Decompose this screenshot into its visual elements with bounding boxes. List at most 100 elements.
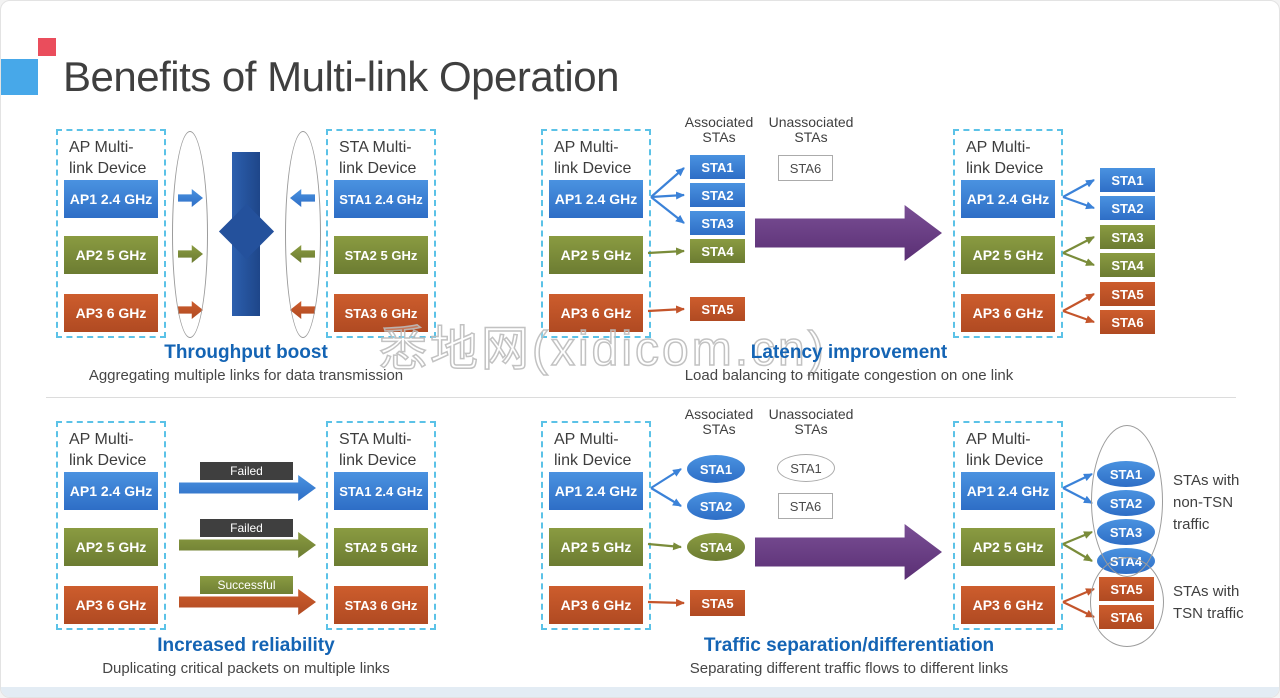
- sta-chip: STA5: [1099, 577, 1154, 601]
- ap1-link: AP1 2.4 GHz: [64, 180, 158, 218]
- ap1-link: AP1 2.4 GHz: [64, 472, 158, 510]
- throughput-ap-mld-box: AP Multi-link Device AP1 2.4 GHz AP2 5 G…: [56, 129, 166, 338]
- ap2-link: AP2 5 GHz: [549, 528, 643, 566]
- latency-result-connectors: [1062, 179, 1095, 324]
- ap3-link: AP3 6 GHz: [961, 586, 1055, 624]
- latency-ap-connectors: [647, 167, 685, 314]
- sta-chip: STA4: [1100, 253, 1155, 277]
- sta-ellipse-chip: STA3: [1097, 519, 1155, 545]
- caption-title: Throughput boost: [164, 342, 328, 363]
- latency-caption: Latency improvement Load balancing to mi…: [629, 342, 1069, 384]
- ap3-link: AP3 6 GHz: [64, 294, 158, 332]
- footer-strip: [1, 687, 1279, 697]
- downlink-arrow-6ghz-icon: [290, 301, 315, 319]
- sta-chip: STA1: [690, 155, 745, 179]
- status-badge-failed: Failed: [200, 462, 293, 480]
- sta-ellipse-chip-unassociated: STA1: [777, 454, 835, 482]
- associated-stas-header: Associated STAs: [684, 406, 754, 438]
- device-title: AP Multi-link Device: [966, 431, 1044, 469]
- sta-chip: STA3: [690, 211, 745, 235]
- separation-ap-mld-box: AP Multi-link Device AP1 2.4 GHz AP2 5 G…: [541, 421, 651, 630]
- device-title: AP Multi-link Device: [554, 431, 632, 469]
- caption-title: Traffic separation/differentiation: [703, 635, 995, 656]
- latency-ap-mld-box: AP Multi-link Device AP1 2.4 GHz AP2 5 G…: [541, 129, 651, 338]
- horizontal-divider: [46, 397, 1236, 398]
- caption-subtitle: Aggregating multiple links for data tran…: [88, 367, 404, 384]
- throughput-caption: Throughput boost Aggregating multiple li…: [26, 342, 466, 384]
- separation-result-connectors: [1062, 473, 1095, 618]
- sta-chip: STA6: [1099, 605, 1154, 629]
- sta-ellipse-chip: STA1: [1097, 461, 1155, 487]
- downlink-arrow-5ghz-icon: [290, 245, 315, 263]
- caption-title: Increased reliability: [157, 635, 335, 656]
- sta-chip: STA2: [690, 183, 745, 207]
- aggregation-diamond: [218, 203, 275, 260]
- sta1-link: STA1 2.4 GHz: [334, 180, 428, 218]
- sta3-link: STA3 6 GHz: [334, 586, 428, 624]
- ap2-link: AP2 5 GHz: [64, 528, 158, 566]
- sta-chip: STA5: [690, 590, 745, 616]
- caption-subtitle: Load balancing to mitigate congestion on…: [684, 367, 1014, 384]
- sta2-link: STA2 5 GHz: [334, 236, 428, 274]
- status-badge-failed: Failed: [200, 519, 293, 537]
- ap3-link: AP3 6 GHz: [64, 586, 158, 624]
- uplink-arrow-2_4ghz-icon: [178, 189, 203, 207]
- sta-ellipse-chip: STA1: [687, 455, 745, 483]
- associated-stas-header: Associated STAs: [684, 114, 754, 146]
- reliability-caption: Increased reliability Duplicating critic…: [26, 635, 466, 677]
- sta-chip: STA5: [690, 297, 745, 321]
- ap3-link: AP3 6 GHz: [961, 294, 1055, 332]
- sta-chip: STA5: [1100, 282, 1155, 306]
- sta-ellipse-chip: STA2: [687, 492, 745, 520]
- sta-chip-unassociated: STA6: [778, 493, 833, 519]
- downlink-arrow-2_4ghz-icon: [290, 189, 315, 207]
- reliability-ap-mld-box: AP Multi-link Device AP1 2.4 GHz AP2 5 G…: [56, 421, 166, 630]
- uplink-arrow-6ghz-icon: [178, 301, 203, 319]
- caption-title: Latency improvement: [750, 342, 948, 363]
- transition-arrow-icon: [755, 524, 942, 580]
- sta-ellipse-chip: STA4: [1097, 548, 1155, 574]
- device-title: STA Multi-link Device: [339, 139, 417, 177]
- ap2-link: AP2 5 GHz: [961, 528, 1055, 566]
- device-title: AP Multi-link Device: [69, 139, 147, 177]
- sta-chip: STA1: [1100, 168, 1155, 192]
- sta2-link: STA2 5 GHz: [334, 528, 428, 566]
- throughput-sta-mld-box: STA Multi-link Device STA1 2.4 GHz STA2 …: [326, 129, 436, 338]
- separation-ap-connectors: [647, 468, 685, 607]
- ap1-link: AP1 2.4 GHz: [549, 472, 643, 510]
- ap3-link: AP3 6 GHz: [549, 586, 643, 624]
- sta1-link: STA1 2.4 GHz: [334, 472, 428, 510]
- reliability-sta-mld-box: STA Multi-link Device STA1 2.4 GHz STA2 …: [326, 421, 436, 630]
- sta-chip: STA6: [1100, 310, 1155, 334]
- caption-subtitle: Separating different traffic flows to di…: [689, 660, 1009, 677]
- tsn-label: STAs with TSN traffic: [1173, 583, 1244, 622]
- separation-caption: Traffic separation/differentiation Separ…: [629, 635, 1069, 677]
- sta-chip: STA4: [690, 239, 745, 263]
- ap1-link: AP1 2.4 GHz: [961, 180, 1055, 218]
- page-title: Benefits of Multi-link Operation: [63, 53, 619, 100]
- sta-ellipse-chip: STA2: [1097, 490, 1155, 516]
- device-title: STA Multi-link Device: [339, 431, 417, 469]
- non-tsn-label: STAs with non-TSN traffic: [1173, 472, 1240, 533]
- sta-chip: STA2: [1100, 196, 1155, 220]
- ap1-link: AP1 2.4 GHz: [961, 472, 1055, 510]
- ap2-link: AP2 5 GHz: [961, 236, 1055, 274]
- sta-chip-unassociated: STA6: [778, 155, 833, 181]
- sta-chip: STA3: [1100, 225, 1155, 249]
- ap3-link: AP3 6 GHz: [549, 294, 643, 332]
- device-title: AP Multi-link Device: [966, 139, 1044, 177]
- ap1-link: AP1 2.4 GHz: [549, 180, 643, 218]
- ap2-link: AP2 5 GHz: [549, 236, 643, 274]
- sta3-link: STA3 6 GHz: [334, 294, 428, 332]
- status-badge-successful: Successful: [200, 576, 293, 594]
- transition-arrow-icon: [755, 205, 942, 261]
- corner-accent-blue-square: [1, 59, 38, 95]
- device-title: AP Multi-link Device: [554, 139, 632, 177]
- separation-result-ap-mld-box: AP Multi-link Device AP1 2.4 GHz AP2 5 G…: [953, 421, 1063, 630]
- uplink-arrow-5ghz-icon: [178, 245, 203, 263]
- device-title: AP Multi-link Device: [69, 431, 147, 469]
- unassociated-stas-header: Unassociated STAs: [768, 114, 854, 146]
- ap2-link: AP2 5 GHz: [64, 236, 158, 274]
- caption-subtitle: Duplicating critical packets on multiple…: [102, 660, 390, 677]
